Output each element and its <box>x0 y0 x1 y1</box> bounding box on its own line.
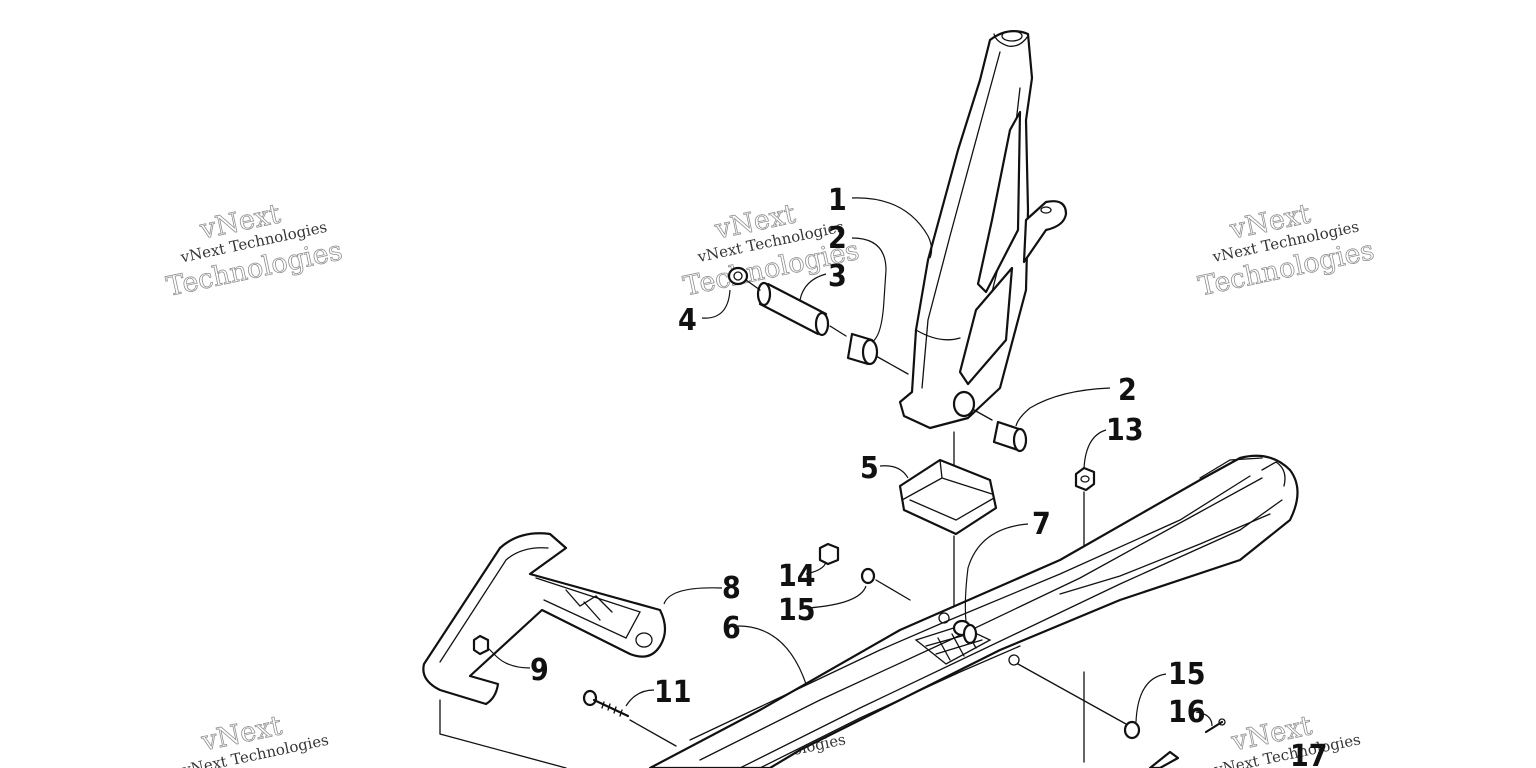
callout-15-lower: 15 <box>1168 657 1206 692</box>
callout-1: 1 <box>828 183 847 218</box>
ski-part-6 <box>648 454 1299 768</box>
watermark-bottom-right: vNext vNext Technologies <box>1212 710 1362 768</box>
bolt-part-17 <box>1148 750 1180 768</box>
callout-14: 14 <box>778 559 816 594</box>
callout-3: 3 <box>828 259 847 294</box>
nut-part-9 <box>472 634 490 656</box>
callout-5: 5 <box>860 451 879 486</box>
washer-part-15-lower <box>1123 720 1141 740</box>
callout-6: 6 <box>722 611 741 646</box>
bushing-part-2-upper <box>846 332 879 366</box>
watermark-top-left: vNext vNext Technologies Technologies <box>163 198 345 303</box>
watermark-top-right: vNext vNext Technologies Technologies <box>1195 198 1377 303</box>
watermark-top-center: vNext vNext Technologies Technologies <box>680 198 862 303</box>
spindle-part-1 <box>898 29 1068 430</box>
nut-part-13 <box>1074 466 1096 492</box>
leader-lines <box>487 197 1213 727</box>
pin-part-16 <box>1204 718 1226 734</box>
callout-4: 4 <box>678 303 697 338</box>
axis-lines <box>439 279 1127 768</box>
callout-7: 7 <box>1032 507 1051 542</box>
callout-2-upper: 2 <box>828 221 847 256</box>
washer-part-4 <box>727 266 749 286</box>
bushing-part-2-lower <box>992 420 1028 453</box>
callout-2-lower: 2 <box>1118 373 1137 408</box>
callout-8: 8 <box>722 571 741 606</box>
callout-15-upper: 15 <box>778 593 816 628</box>
callout-9: 9 <box>530 653 549 688</box>
ski-loop-part-8 <box>422 532 667 706</box>
callout-16: 16 <box>1168 695 1206 730</box>
callout-17: 17 <box>1290 739 1328 768</box>
saddle-part-5 <box>898 458 998 536</box>
bolt-part-11 <box>582 689 630 718</box>
watermark-bottom-left: vNext vNext Technologies <box>180 710 330 768</box>
washer-part-15-upper <box>860 567 876 585</box>
nut-part-14 <box>818 542 840 566</box>
callout-13: 13 <box>1106 413 1144 448</box>
tube-part-3 <box>756 281 830 337</box>
callout-11: 11 <box>654 675 692 710</box>
bolt-part-7 <box>952 619 978 645</box>
